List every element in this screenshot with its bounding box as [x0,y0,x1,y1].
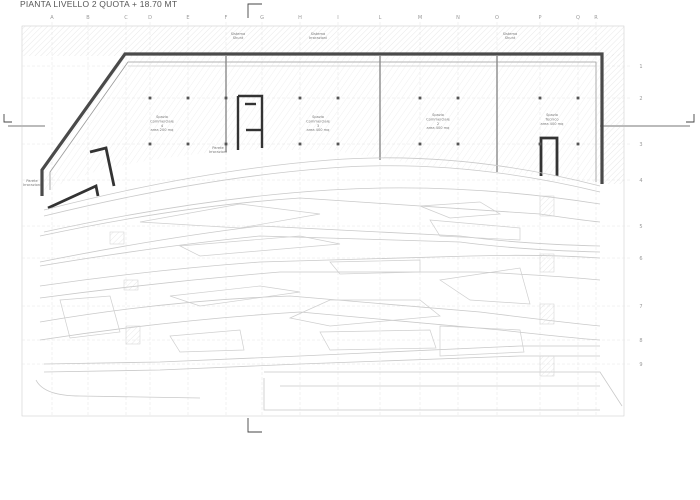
building-floor-hatch [44,56,600,190]
room-label-line: Commerciale [426,117,450,121]
grid-row-label: 5 [639,224,642,230]
side-strip-hatch [600,54,624,184]
grid-column-label: Q [576,15,580,21]
grid-column-label: N [456,15,460,21]
edge-label-line: Sistema [231,32,245,36]
stair-core [236,94,264,150]
grid-row-label: 4 [639,178,642,184]
edge-label-line: Sistema [311,32,325,36]
partition-walls [225,56,498,172]
room-label-line: area 400 mq [307,128,330,132]
grid-row-label: 3 [639,142,642,148]
grid-row-label: 6 [639,256,642,262]
grid-column-label: O [495,15,499,21]
plan-title: PIANTA LIVELLO 2 QUOTA + 18.70 MT [20,0,178,9]
grid-column-label: D [148,15,152,21]
grid-column-label: L [379,15,382,21]
grid-row-label: 2 [639,96,642,102]
building-outer-wall [40,52,604,196]
room-label-line: Spazio [546,113,558,117]
structural-column [224,142,228,146]
room-label-line: Spazio [156,115,168,119]
ramp-hatches [109,195,555,377]
columns [148,96,580,146]
edge-label-line: Parete [212,146,224,150]
room-label-line: Spazio [432,113,444,117]
tech-room-wall [539,136,559,176]
room-label-line: 2 [437,122,439,126]
crop-marks [3,3,695,433]
roof-strip-hatch [22,26,624,56]
structural-column [186,142,190,146]
grid-column-label: F [225,15,228,21]
structural-column [576,142,580,146]
structural-column [418,142,422,146]
structural-column [148,96,152,100]
room-label-line: area 400 mq [427,126,450,130]
room-label-line: 4 [161,124,164,128]
grid-column-label: H [298,15,302,21]
left-stair-walls [47,146,116,210]
structural-column [336,96,340,100]
structural-column [456,142,460,146]
room-label-line: area 400 mq [541,122,564,126]
room-label-line: Spazio [312,115,324,119]
grid-column-label: R [594,15,598,21]
structural-column [224,96,228,100]
structural-column [456,96,460,100]
room-label-line: Commerciale [306,119,330,123]
grid-column-label: A [50,15,54,21]
grid-row-label: 9 [639,362,642,368]
room-label-line: area 200 mq [151,128,174,132]
grid-row-label: 8 [639,338,642,344]
grid-column-label: P [538,15,541,21]
structural-column [576,96,580,100]
structural-column [298,96,302,100]
edge-label-line: Irrorazioni [309,36,327,40]
structural-column [418,96,422,100]
grid-row-label: 7 [639,304,642,310]
room-label-line: 3 [317,124,319,128]
grid-column-label: E [186,15,189,21]
edge-label-line: Parete [26,179,38,183]
edge-label-line: Shunt [233,36,244,40]
site-ramps [35,157,623,411]
structural-column [538,142,542,146]
room-label-line: Tecnico [544,117,558,121]
edge-labels: SistemaShuntSistemaIrrorazioniSistemaShu… [23,32,517,187]
grid-column-label: G [260,15,264,21]
grid-column-label: C [124,15,128,21]
building-inner-wall [49,61,597,190]
structural-column [298,142,302,146]
edge-label-line: Shunt [505,36,516,40]
room-label-line: Commerciale [150,119,174,123]
edge-label-line: Sistema [503,32,517,36]
structural-column [336,142,340,146]
structural-column [538,96,542,100]
structural-column [148,142,152,146]
grid-column-label: I [337,15,338,21]
structural-column [186,96,190,100]
grid-row-label: 1 [639,64,642,70]
parking-islands [59,201,531,357]
edge-label-line: Irrorazioni [209,150,227,154]
edge-label-line: Irrorazioni [23,183,41,187]
grid-column-label: B [86,15,90,21]
grid-column-label: M [418,15,422,21]
